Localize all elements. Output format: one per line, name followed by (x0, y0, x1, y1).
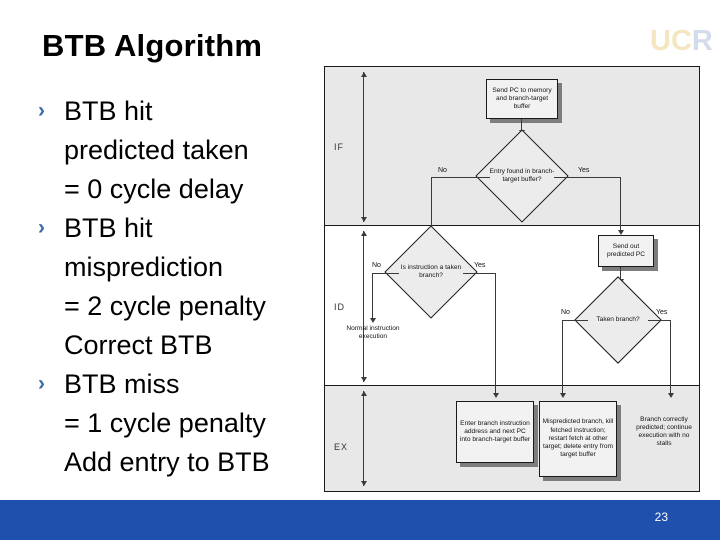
connector (495, 273, 496, 395)
list-item-label: Add entry to BTB (64, 447, 270, 477)
list-item-label: = 2 cycle penalty (64, 291, 266, 321)
connector (562, 320, 563, 395)
list-item: = 2 cycle penalty (36, 287, 326, 325)
stage-label-id: ID (334, 302, 345, 312)
arrow-icon (369, 318, 376, 323)
arrow-icon (492, 393, 499, 398)
list-item: Add entry to BTB (36, 443, 326, 481)
stage-label-if: IF (334, 142, 344, 152)
bullet-arrow-icon: › (38, 372, 45, 395)
decision-taken-branch-2: Taken branch? (574, 276, 662, 370)
connector (372, 273, 373, 320)
connector (562, 320, 588, 321)
decision-label: Entry found in branch-target buffer? (489, 167, 555, 183)
bullet-arrow-icon: › (38, 99, 45, 122)
list-item-label: Correct BTB (64, 330, 213, 360)
edge-label-no: No (438, 167, 447, 174)
ucr-logo: UCR (650, 27, 713, 56)
decision-label: Is instruction a taken branch? (400, 263, 462, 279)
edge-label-yes: Yes (656, 309, 668, 316)
list-item: › BTB hit (36, 92, 326, 130)
edge-label-yes: Yes (474, 262, 486, 269)
list-item-label: BTB hit (64, 213, 153, 243)
flow-text-normal-execution: Normal instruction execution (346, 325, 400, 341)
flow-box-send-predicted-pc: Send out predicted PC (598, 235, 654, 267)
list-item: predicted taken (36, 131, 326, 169)
page-number: 23 (654, 510, 668, 524)
connector (431, 177, 490, 178)
connector (648, 320, 670, 321)
stage-spine-ex (360, 391, 367, 486)
stage-spine-id (360, 231, 367, 382)
arrow-icon (617, 230, 624, 235)
stage-spine-if (360, 72, 367, 222)
bullet-arrow-icon: › (38, 216, 45, 239)
list-item-label: misprediction (64, 252, 224, 282)
ucr-logo-r: R (691, 25, 713, 57)
list-item: › BTB hit (36, 209, 326, 247)
connector (463, 273, 495, 274)
decision-taken-branch-1: Is instruction a taken branch? (384, 225, 478, 325)
list-item: Correct BTB (36, 326, 326, 364)
list-item-label: = 1 cycle penalty (64, 408, 266, 438)
list-item-label: BTB hit (64, 96, 153, 126)
flow-text-correctly-predicted: Branch correctly predicted; continue exe… (636, 415, 692, 448)
connector (521, 119, 522, 132)
flow-box-enter-branch: Enter branch instruction address and nex… (456, 401, 534, 463)
edge-label-no: No (372, 262, 381, 269)
connector (620, 267, 621, 281)
footer-bar: 23 (0, 500, 720, 540)
list-item: = 1 cycle penalty (36, 404, 326, 442)
ucr-logo-uc: UC (650, 25, 692, 57)
list-item: › BTB miss (36, 365, 326, 403)
bullet-list: › BTB hit predicted taken = 0 cycle dela… (36, 92, 326, 482)
list-item: misprediction (36, 248, 326, 286)
stage-label-ex: EX (334, 442, 349, 452)
decision-label: Taken branch? (596, 315, 640, 323)
edge-label-no: No (561, 309, 570, 316)
edge-label-yes: Yes (578, 167, 590, 174)
list-item: = 0 cycle delay (36, 170, 326, 208)
flow-box-send-pc: Send PC to memory and branch-target buff… (486, 79, 558, 119)
arrow-icon (559, 393, 566, 398)
connector (372, 273, 399, 274)
list-item-label: = 0 cycle delay (64, 174, 244, 204)
list-item-label: predicted taken (64, 135, 249, 165)
page-title: BTB Algorithm (42, 28, 263, 63)
btb-flowchart-figure: IF ID EX Send PC to memory and branch-ta… (324, 66, 700, 492)
connector (670, 320, 671, 395)
connector (431, 177, 432, 232)
connector (620, 177, 621, 232)
decision-entry-found: Entry found in branch-target buffer? (475, 129, 569, 229)
arrow-icon (667, 393, 674, 398)
list-item-label: BTB miss (64, 369, 180, 399)
flow-box-mispredicted: Mispredicted branch, kill fetched instru… (539, 401, 617, 477)
connector (554, 177, 620, 178)
